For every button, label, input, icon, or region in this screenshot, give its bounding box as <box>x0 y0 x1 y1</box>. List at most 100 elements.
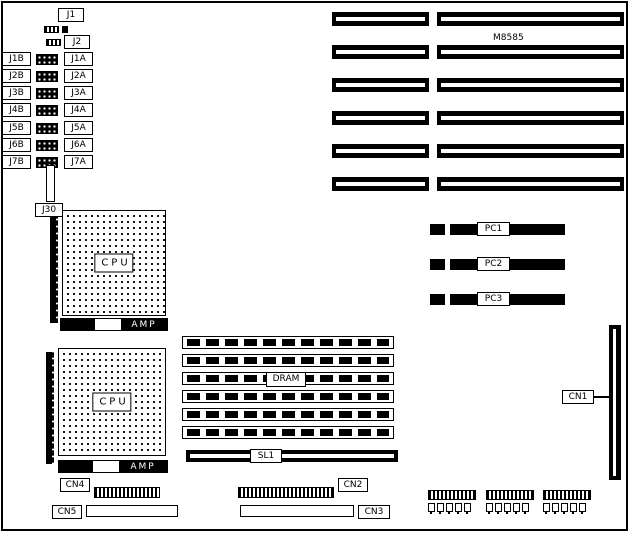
label-j2: J2 <box>64 35 90 49</box>
simm-slot <box>182 354 394 367</box>
j3-jumper-block-icon <box>36 88 58 99</box>
expansion-slot <box>332 177 624 191</box>
j2-connector-icon <box>46 39 61 46</box>
slot-segment <box>437 78 624 92</box>
io-header-group <box>486 490 538 520</box>
pin-icon <box>486 503 493 514</box>
amp-bar-segment <box>61 319 95 330</box>
pin-icon <box>437 503 444 514</box>
label-j4b: J4B <box>2 103 31 117</box>
cn4-connector <box>94 487 160 498</box>
pin-icon <box>543 503 550 514</box>
label-cn5: CN5 <box>52 505 82 519</box>
slot-segment <box>437 144 624 158</box>
label-cn4: CN4 <box>60 478 90 492</box>
label-pc1: PC1 <box>477 222 510 236</box>
io-header-group <box>428 490 480 520</box>
cn3-connector <box>240 505 354 517</box>
label-j6a: J6A <box>64 138 93 152</box>
label-j1: J1 <box>58 8 84 22</box>
label-j7a: J7A <box>64 155 93 169</box>
cpu1-amp-connector: AMP <box>60 318 168 331</box>
j6-jumper-block-icon <box>36 140 58 151</box>
label-j4a: J4A <box>64 103 93 117</box>
j2-jumper-block-icon <box>36 71 58 82</box>
cpu2-amp-connector: AMP <box>58 460 168 473</box>
label-dram: DRAM <box>266 372 306 387</box>
label-j3a: J3A <box>64 86 93 100</box>
cn1-pointer-line <box>594 396 609 398</box>
expansion-slot <box>332 12 624 26</box>
label-j6b: J6B <box>2 138 31 152</box>
cn1-slot <box>609 325 621 480</box>
cpu1-amp-label: AMP <box>121 319 167 330</box>
j1-connector-icon <box>44 26 59 33</box>
pin-icon <box>570 503 577 514</box>
pin-icon <box>495 503 502 514</box>
slot-segment <box>332 12 429 26</box>
j5-jumper-block-icon <box>36 123 58 134</box>
sl1-slot <box>186 450 398 462</box>
label-j1a: J1A <box>64 52 93 66</box>
pin-icon <box>552 503 559 514</box>
pin-header-icon <box>486 490 534 500</box>
cpu1-label: CPU <box>94 253 134 273</box>
pin-row <box>486 503 529 514</box>
j30-connector <box>46 165 55 202</box>
j1-jumper-block-icon <box>36 54 58 65</box>
label-pc3: PC3 <box>477 292 510 306</box>
cpu2-socket: CPU <box>58 348 166 456</box>
cpu2-amp-label: AMP <box>119 461 167 472</box>
label-cn2: CN2 <box>338 478 368 492</box>
slot-segment <box>437 12 624 26</box>
cpu1-socket: CPU <box>62 210 166 316</box>
label-pc2: PC2 <box>477 257 510 271</box>
slot-segment <box>332 111 429 125</box>
amp-bar-segment <box>95 319 121 330</box>
model-number: M8585 <box>493 33 524 43</box>
label-j3b: J3B <box>2 86 31 100</box>
pin-icon <box>504 503 511 514</box>
label-j5a: J5A <box>64 121 93 135</box>
slot-segment <box>332 177 429 191</box>
expansion-slot <box>332 45 624 59</box>
amp-bar-segment <box>59 461 93 472</box>
slot-segment <box>437 45 624 59</box>
pin-icon <box>579 503 586 514</box>
slot-segment <box>332 144 429 158</box>
pin-header-icon <box>543 490 591 500</box>
expansion-slot <box>332 111 624 125</box>
j7-jumper-block-icon <box>36 157 58 168</box>
pin-row <box>428 503 471 514</box>
label-j30: J30 <box>35 203 63 217</box>
cpu2-side-connector <box>46 352 54 464</box>
expansion-slot <box>332 78 624 92</box>
label-j2a: J2A <box>64 69 93 83</box>
label-j2b: J2B <box>2 69 31 83</box>
pin-icon <box>464 503 471 514</box>
pin-icon <box>561 503 568 514</box>
cpu2-label: CPU <box>92 392 132 412</box>
label-cn3: CN3 <box>358 505 390 519</box>
j4-jumper-block-icon <box>36 105 58 116</box>
simm-slot <box>182 336 394 349</box>
label-j1b: J1B <box>2 52 31 66</box>
pin-icon <box>455 503 462 514</box>
slot-segment <box>332 78 429 92</box>
simm-slot <box>182 426 394 439</box>
simm-slot <box>182 390 394 403</box>
pin-header-icon <box>428 490 476 500</box>
pin-row <box>543 503 586 514</box>
label-cn1: CN1 <box>562 390 594 404</box>
slot-segment <box>437 111 624 125</box>
cn5-connector <box>86 505 178 517</box>
io-header-group <box>543 490 595 520</box>
simm-slot <box>182 408 394 421</box>
pin-icon <box>522 503 529 514</box>
label-sl1: SL1 <box>250 449 282 463</box>
slot-segment <box>332 45 429 59</box>
pin-icon <box>446 503 453 514</box>
expansion-slot <box>332 144 624 158</box>
